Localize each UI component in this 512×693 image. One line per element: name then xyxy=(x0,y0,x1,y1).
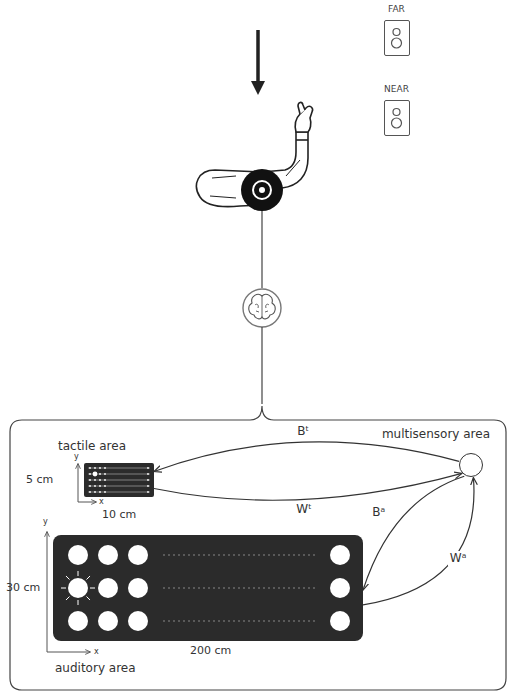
grid-dot xyxy=(147,473,149,475)
grid-dot xyxy=(147,485,149,487)
dotted-row xyxy=(163,555,315,556)
grid-dot xyxy=(89,473,91,475)
weight-connector xyxy=(363,476,464,590)
dimension-label: y xyxy=(43,517,48,527)
speaker-icon xyxy=(385,21,408,54)
grid-dot xyxy=(104,467,106,469)
grid-dot xyxy=(94,491,96,493)
grid-dot xyxy=(104,473,106,475)
model-panel xyxy=(10,406,506,690)
grid-line xyxy=(88,486,150,487)
grid-dot xyxy=(94,485,96,487)
sound-ray xyxy=(66,596,70,600)
far-speaker: FAR xyxy=(384,20,410,56)
dimension-label: 30 cm xyxy=(6,581,40,594)
grid-line xyxy=(88,468,150,469)
grid-dot xyxy=(99,473,101,475)
connection-line xyxy=(261,327,262,404)
dimension-label: 200 cm xyxy=(190,644,231,657)
dimension-label: 10 cm xyxy=(102,508,136,521)
dotted-row xyxy=(163,621,315,622)
sound-ray xyxy=(66,576,70,580)
weight-label: Bᵃ xyxy=(370,505,387,519)
node-label: multisensory area xyxy=(382,427,490,441)
weight-connector xyxy=(154,442,459,472)
node-label: tactile area xyxy=(58,439,126,453)
weight-label: Wᵃ xyxy=(448,551,469,565)
sound-ray xyxy=(78,571,79,576)
node-label: NEAR xyxy=(384,84,409,95)
grid-line xyxy=(88,480,150,481)
multisensory-node: multisensory area xyxy=(459,453,483,477)
axis-line xyxy=(78,502,96,503)
weight-label: Bᵗ xyxy=(295,424,311,438)
grid-dot xyxy=(104,491,106,493)
stimulus-arrow xyxy=(256,30,260,88)
woofer xyxy=(392,118,402,128)
speaker-position xyxy=(128,611,148,631)
grid-dot xyxy=(89,467,91,469)
speaker-position xyxy=(128,545,148,565)
tweeter xyxy=(393,109,400,116)
axis-line xyxy=(47,652,90,653)
dotted-row xyxy=(163,588,315,589)
grid-dot xyxy=(99,479,101,481)
grid-dot xyxy=(99,467,101,469)
grid-dot xyxy=(89,479,91,481)
sound-ray xyxy=(61,588,66,589)
sound-ray xyxy=(86,596,90,600)
dimension-label: y xyxy=(74,452,79,462)
speaker-position xyxy=(98,611,118,631)
grid-dot xyxy=(99,491,101,493)
tweeter xyxy=(393,29,400,36)
speaker-position xyxy=(68,611,88,631)
grid-line xyxy=(88,492,150,493)
sound-ray xyxy=(78,600,79,605)
weight-connector xyxy=(363,477,474,604)
speaker-position xyxy=(128,578,148,598)
speaker-position xyxy=(330,545,350,565)
dimension-label: x xyxy=(99,497,104,507)
axis-line xyxy=(78,464,79,502)
speaker-position xyxy=(68,578,88,598)
sound-ray xyxy=(86,576,90,580)
node-label: FAR xyxy=(388,4,405,15)
joint-disc xyxy=(241,169,283,211)
auditory-area-box: auditory area xyxy=(53,535,363,641)
tactile-area-box: tactile area xyxy=(84,463,154,497)
sound-ray xyxy=(90,588,95,589)
weight-connector xyxy=(154,473,462,500)
grid-dot xyxy=(94,479,96,481)
grid-dot xyxy=(89,485,91,487)
grid-dot xyxy=(94,467,96,469)
speaker-position xyxy=(68,545,88,565)
connection-line xyxy=(261,211,262,288)
auditory-grid xyxy=(53,535,363,641)
speaker-position xyxy=(98,578,118,598)
dimension-label: 5 cm xyxy=(26,473,53,486)
grid-dot xyxy=(147,479,149,481)
grid-dot xyxy=(147,491,149,493)
stimulus-dot xyxy=(93,472,98,477)
weight-label: Wᵗ xyxy=(294,502,313,516)
brain-icon xyxy=(243,289,281,327)
speaker-position xyxy=(98,545,118,565)
near-speaker: NEAR xyxy=(384,100,410,136)
speaker-icon xyxy=(385,101,408,134)
speaker-position xyxy=(330,611,350,631)
dimension-label: x xyxy=(94,647,99,657)
grid-dot xyxy=(89,491,91,493)
axis-line xyxy=(47,532,48,652)
grid-dot xyxy=(99,485,101,487)
tactile-grid xyxy=(84,463,154,497)
grid-dot xyxy=(104,485,106,487)
node-label: auditory area xyxy=(55,661,136,675)
grid-dot xyxy=(104,479,106,481)
woofer xyxy=(392,38,402,48)
speaker-position xyxy=(330,578,350,598)
grid-dot xyxy=(147,467,149,469)
